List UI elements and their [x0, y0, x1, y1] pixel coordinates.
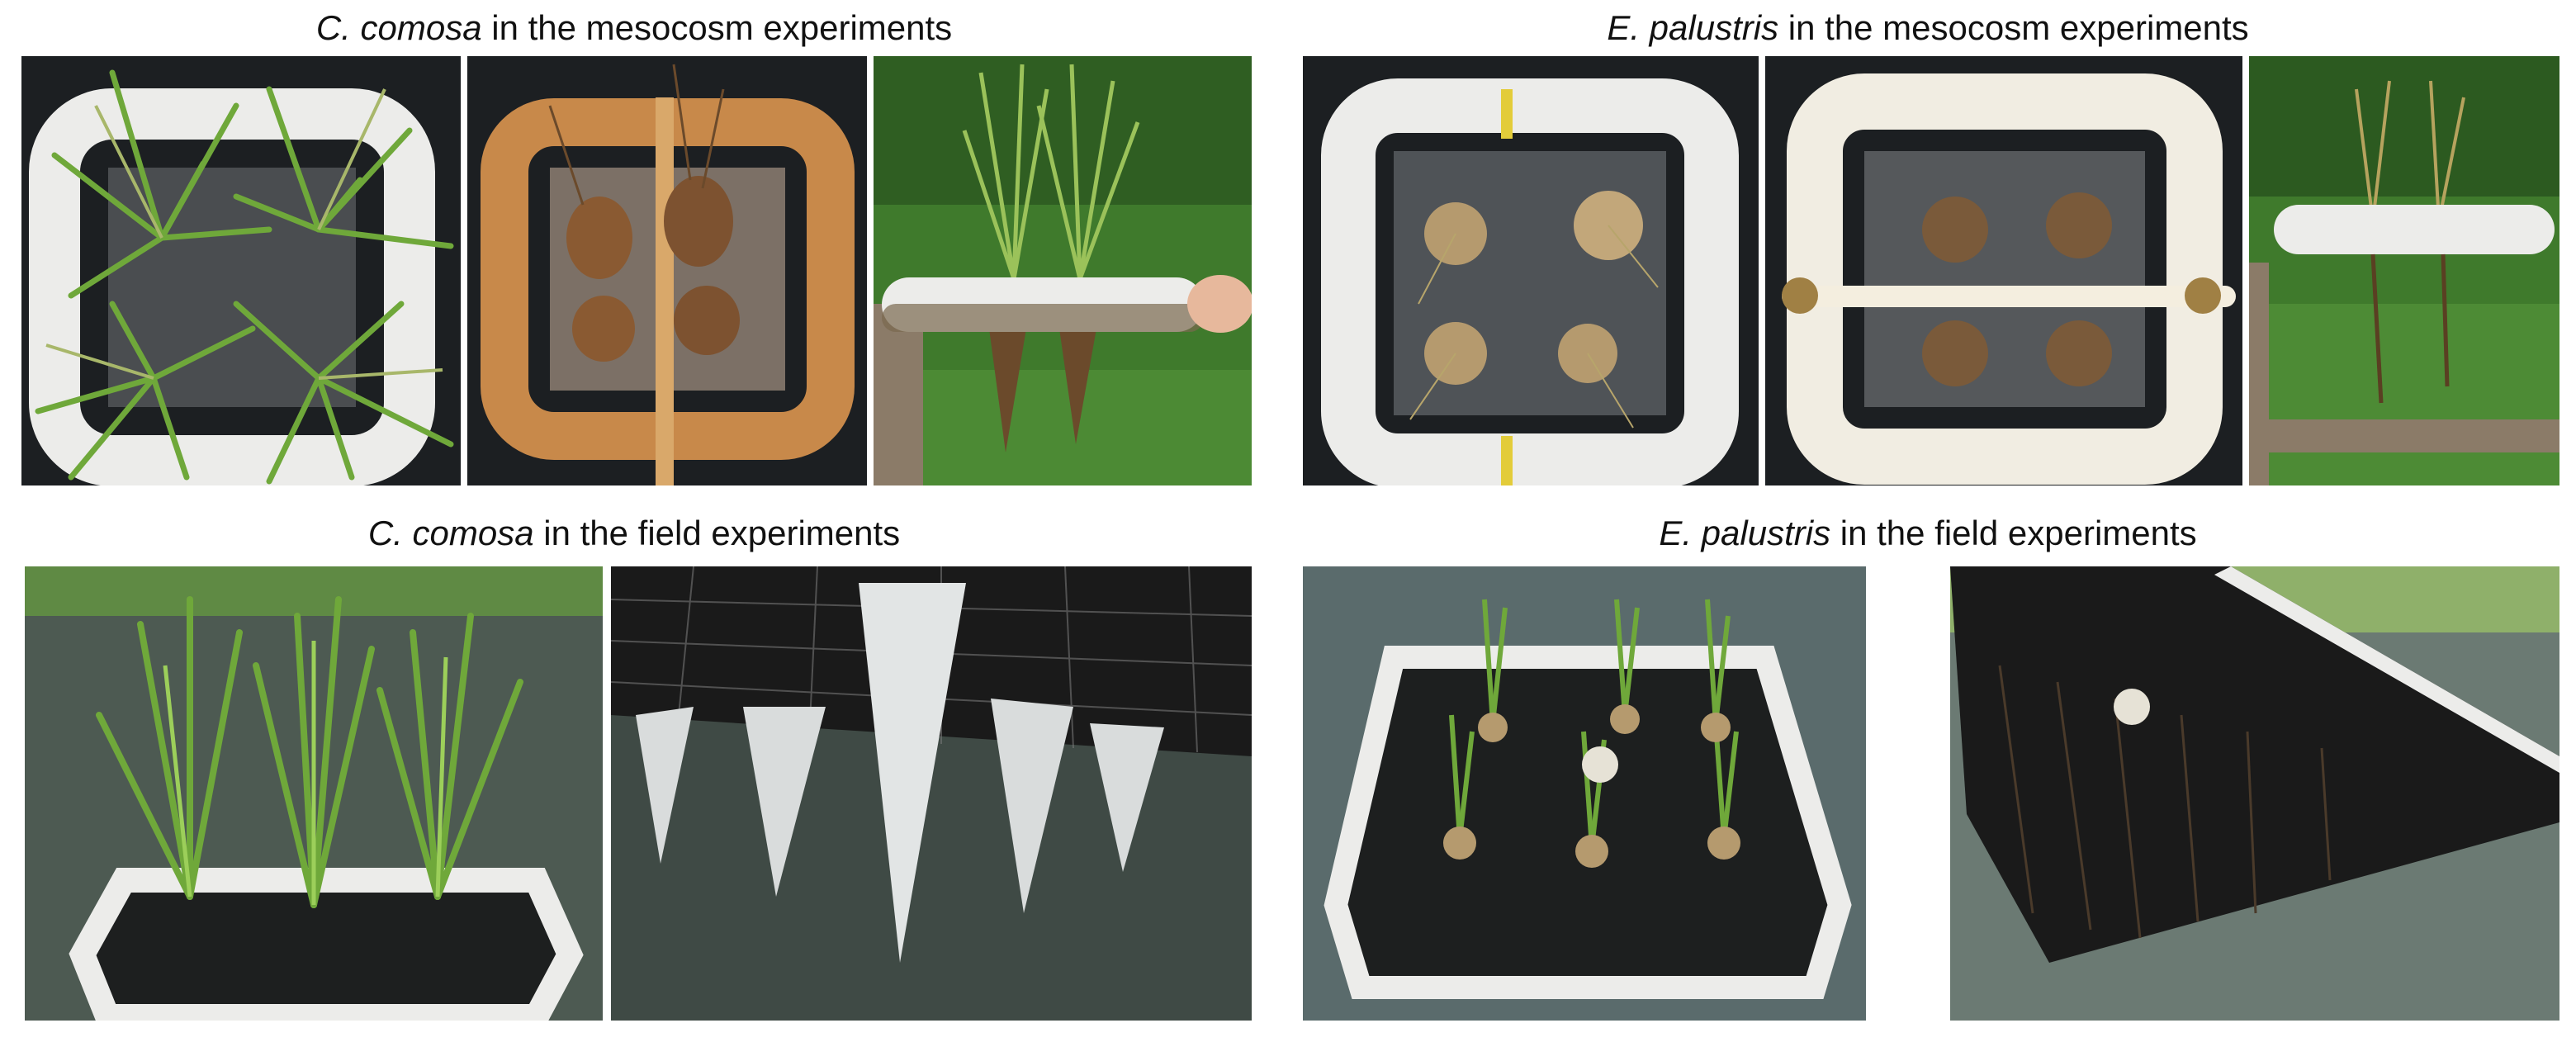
photo-epalustris-field-roots [1950, 566, 2559, 1021]
photo-ccomosa-field-mat [25, 566, 603, 1021]
photo-epalustris-field-mat [1303, 566, 1866, 1021]
species-name: C. comosa [367, 514, 534, 552]
photo-ccomosa-mesocosm-cork-frame [467, 56, 867, 485]
species-name: E. palustris [1659, 514, 1831, 552]
caption-epalustris-field: E. palustris in the field experiments [1296, 514, 2559, 553]
caption-suffix: in the field experiments [1830, 514, 2197, 552]
photo-ccomosa-mesocosm-topview [21, 56, 461, 485]
caption-suffix: in the field experiments [533, 514, 901, 552]
caption-epalustris-mesocosm: E. palustris in the mesocosm experiments [1296, 8, 2559, 48]
species-name: C. comosa [315, 8, 482, 47]
caption-suffix: in the mesocosm experiments [1778, 8, 2249, 47]
photo-epalustris-mesocosm-topview [1303, 56, 1759, 485]
photo-epalustris-mesocosm-crossbar [1765, 56, 2242, 485]
species-name: E. palustris [1607, 8, 1779, 47]
caption-ccomosa-mesocosm: C. comosa in the mesocosm experiments [17, 8, 1252, 48]
caption-suffix: in the mesocosm experiments [481, 8, 953, 47]
photo-ccomosa-field-roots [611, 566, 1252, 1021]
photo-epalustris-mesocosm-sideview [2249, 56, 2559, 485]
photo-ccomosa-mesocosm-sideview [874, 56, 1252, 485]
caption-ccomosa-field: C. comosa in the field experiments [17, 514, 1252, 553]
